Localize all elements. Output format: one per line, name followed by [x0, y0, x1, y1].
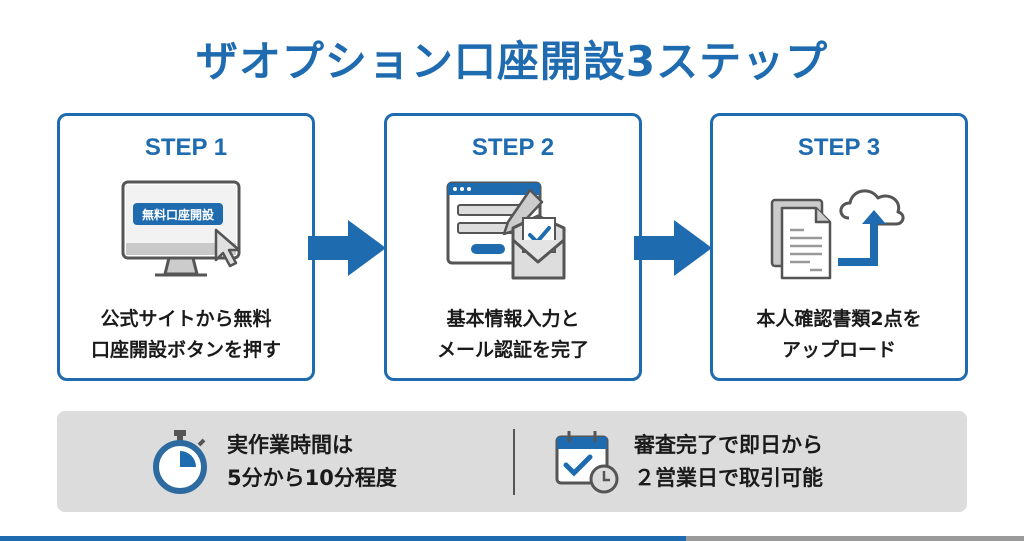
arrow-right-icon [308, 220, 386, 276]
arrow-right-icon [634, 220, 712, 276]
footer-bar-accent [0, 536, 686, 541]
step-label: STEP 3 [797, 134, 881, 161]
info-item-work-time: 実作業時間は 5分から10分程度 [145, 411, 397, 512]
step-card-1: STEP 1 無料口座開設 公式サイトから無料 口座開設ボタンを押す [57, 113, 315, 381]
info-panel: 実作業時間は 5分から10分程度 審査完了で即日から ２営業日で取引可能 [57, 411, 967, 512]
calendar-check-icon [555, 430, 619, 493]
step-card-3: STEP 3 本人確認書類2点を アップロード [710, 113, 968, 381]
form-email-verify-icon [446, 181, 566, 280]
info-text: 実作業時間は 5分から10分程度 [227, 432, 397, 490]
divider [513, 429, 515, 495]
page-title: ザオプション口座開設3ステップ [195, 37, 829, 86]
step-description: 基本情報入力と メール認証を完了 [436, 308, 589, 361]
step-description: 公式サイトから無料 口座開設ボタンを押す [90, 308, 281, 361]
step-description: 本人確認書類2点を アップロード [756, 308, 922, 361]
computer-click-icon: 無料口座開設 [121, 180, 241, 277]
stopwatch-icon [153, 429, 207, 494]
info-item-trade-start: 審査完了で即日から ２営業日で取引可能 [552, 411, 823, 512]
step-label: STEP 1 [144, 134, 228, 161]
footer-bar-grey [686, 536, 1024, 541]
info-text: 審査完了で即日から ２営業日で取引可能 [634, 432, 823, 490]
free-account-button-label: 無料口座開設 [142, 207, 215, 222]
step-card-2: STEP 2 基本情報入力と メール認証を完了 [384, 113, 642, 381]
step-label: STEP 2 [471, 134, 555, 161]
document-upload-icon [770, 189, 905, 280]
